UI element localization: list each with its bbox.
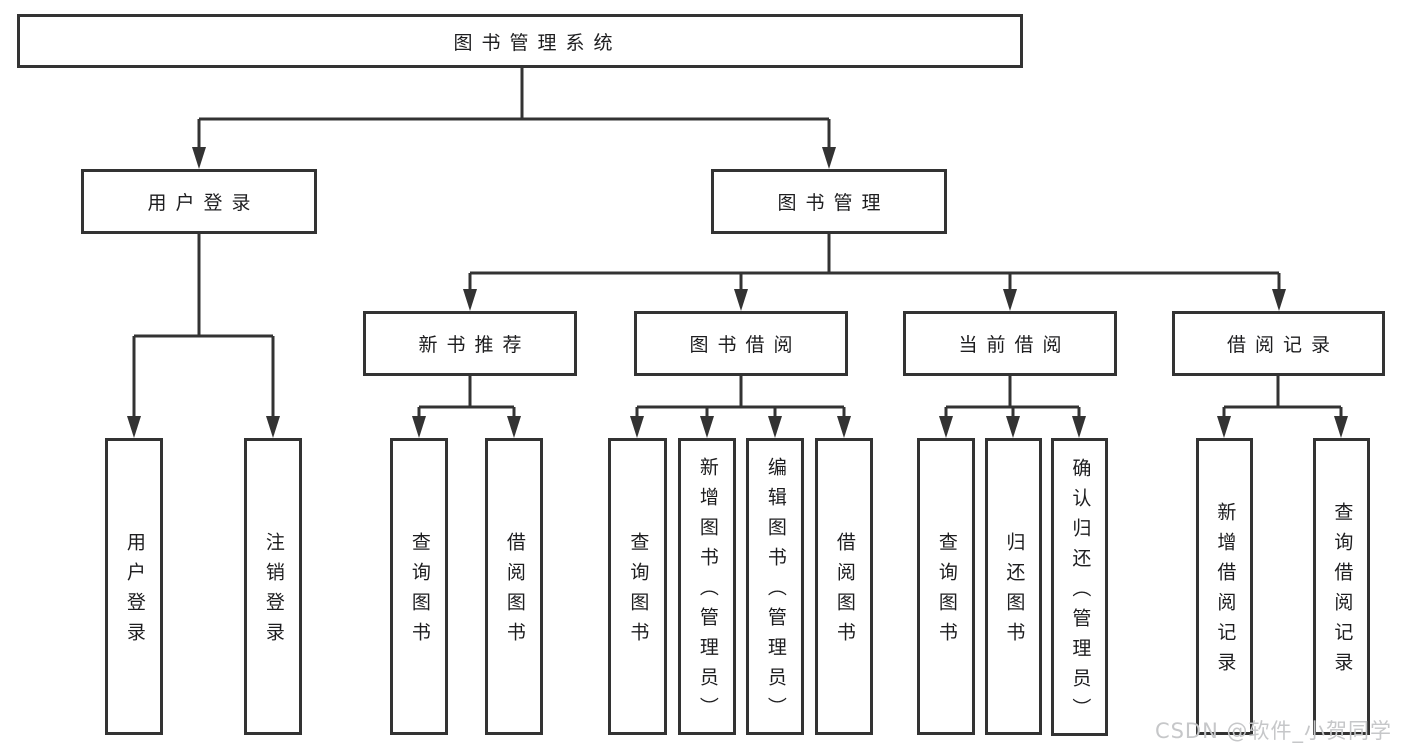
leaf-current-confirm-return-admin: 确认归还（管理员） [1051,438,1108,736]
leaf-records-add-record-label: 新增借阅记录 [1214,502,1237,682]
leaf-current-confirm-return-admin-label: 确认归还（管理员） [1069,457,1092,728]
node-book-borrow-label: 图书借阅 [689,334,802,356]
node-user-login-label: 用户登录 [147,192,260,214]
leaf-borrow-borrow-books-label: 借阅图书 [833,532,856,652]
leaf-newbook-borrow-books-label: 借阅图书 [503,532,526,652]
node-book-borrow: 图书借阅 [634,311,848,376]
leaf-current-return-books-label: 归还图书 [1003,532,1026,652]
leaf-borrow-edit-book-admin: 编辑图书（管理员） [746,438,804,735]
node-new-book-recommend-label: 新书推荐 [418,334,531,356]
node-current-borrow: 当前借阅 [903,311,1117,376]
leaf-user-login: 用户登录 [105,438,163,735]
leaf-borrow-add-book-admin: 新增图书（管理员） [678,438,736,735]
root-node-label: 图书管理系统 [453,31,622,54]
leaf-records-add-record: 新增借阅记录 [1196,438,1253,735]
node-current-borrow-label: 当前借阅 [958,334,1071,356]
leaf-records-query-record: 查询借阅记录 [1313,438,1370,735]
node-book-management-label: 图书管理 [777,192,890,214]
leaf-newbook-borrow-books: 借阅图书 [485,438,543,735]
leaf-borrow-query-books: 查询图书 [608,438,667,735]
leaf-logout: 注销登录 [244,438,302,735]
leaf-borrow-borrow-books: 借阅图书 [815,438,873,735]
leaf-user-login-label: 用户登录 [123,532,146,652]
leaf-current-query-books: 查询图书 [917,438,975,735]
node-new-book-recommend: 新书推荐 [363,311,577,376]
leaf-records-query-record-label: 查询借阅记录 [1331,502,1354,682]
csdn-watermark: CSDN @软件_小贺同学 [1154,719,1392,743]
leaf-logout-label: 注销登录 [262,532,285,652]
leaf-newbook-query-books-label: 查询图书 [408,532,431,652]
leaf-borrow-query-books-label: 查询图书 [627,532,650,652]
root-node: 图书管理系统 [17,14,1023,68]
leaf-current-return-books: 归还图书 [985,438,1042,735]
leaf-borrow-add-book-admin-label: 新增图书（管理员） [696,457,719,727]
leaf-borrow-edit-book-admin-label: 编辑图书（管理员） [764,457,787,727]
node-book-management: 图书管理 [711,169,947,234]
leaf-current-query-books-label: 查询图书 [935,532,958,652]
leaf-newbook-query-books: 查询图书 [390,438,448,735]
node-user-login: 用户登录 [81,169,317,234]
node-borrow-records-label: 借阅记录 [1226,334,1339,356]
node-borrow-records: 借阅记录 [1172,311,1385,376]
